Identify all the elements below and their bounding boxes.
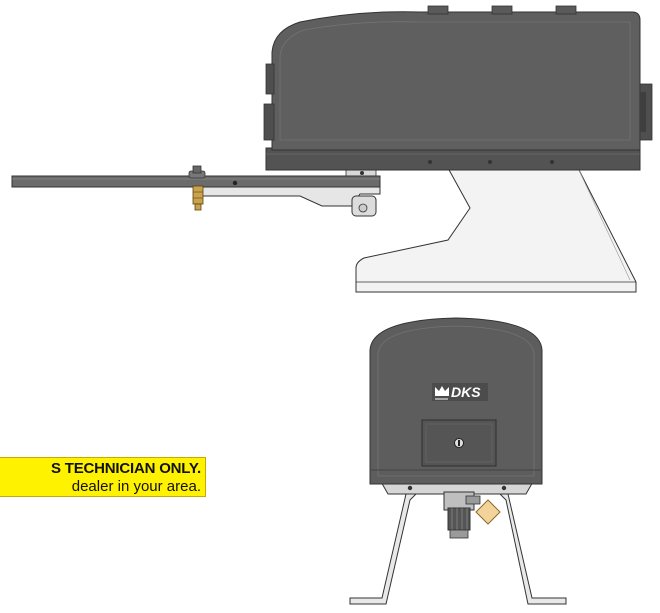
logo-brand-text: DKS (451, 384, 481, 400)
side-view-housing-base (265, 147, 641, 171)
notice-line-1: S TECHNICIAN ONLY. (50, 460, 201, 477)
side-view-adjustment-bolt (188, 165, 206, 211)
front-view-release-tag (475, 499, 501, 525)
side-view (11, 5, 653, 293)
crown-icon (435, 386, 449, 396)
side-view-stand (355, 167, 637, 293)
notice-line-2: dealer in your area. (71, 478, 201, 495)
front-view: DKS (349, 317, 567, 605)
front-view-logo: DKS (432, 383, 488, 401)
front-view-drive-shaft (443, 491, 481, 539)
front-view-stand-legs (349, 487, 567, 605)
technician-notice-label: S TECHNICIAN ONLY. dealer in your area. (0, 457, 206, 497)
side-view-housing (271, 11, 641, 151)
